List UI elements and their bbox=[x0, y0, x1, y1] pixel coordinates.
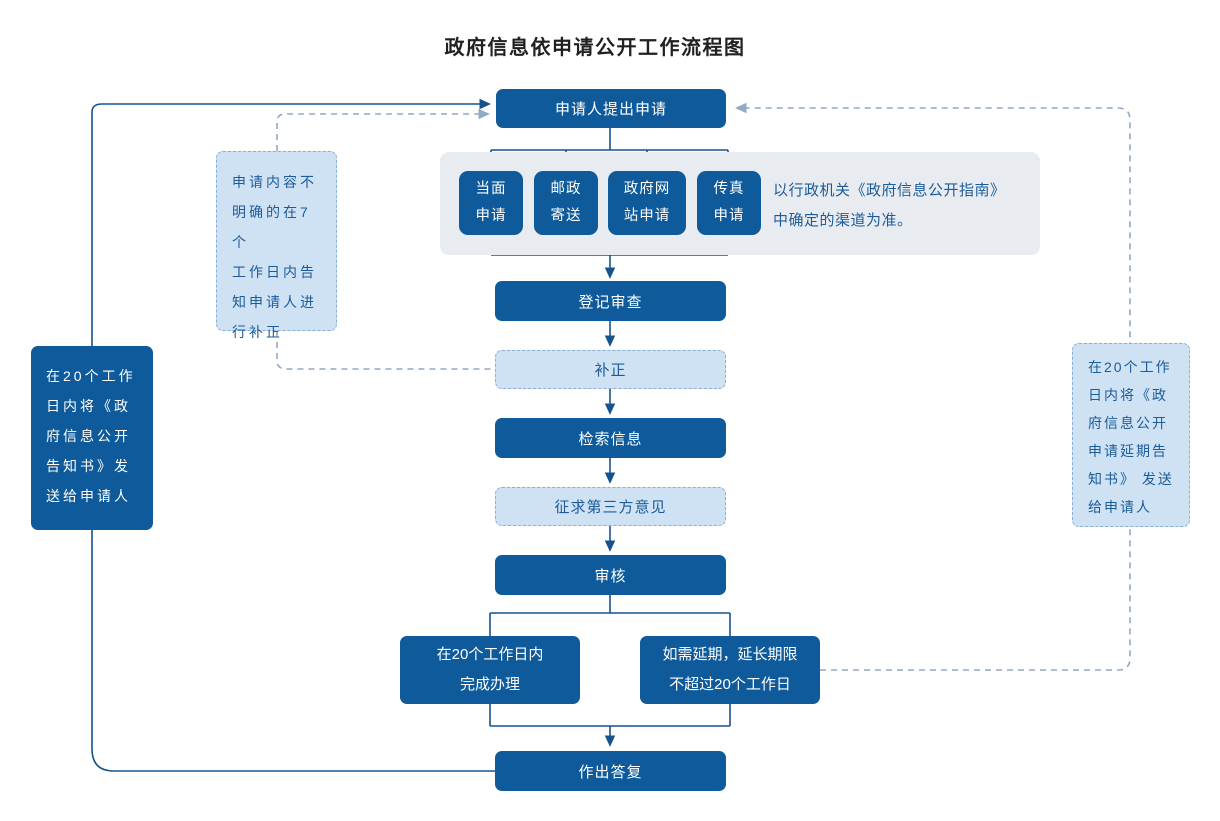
node-channel-website: 政府网 站申请 bbox=[608, 171, 686, 235]
channels-note: 以行政机关《政府信息公开指南》 中确定的渠道为准。 bbox=[773, 182, 1006, 229]
node-review: 审核 bbox=[495, 555, 726, 595]
note-extension-notice: 在20个工作 日内将《政 府信息公开 申请延期告 知书》 发送 给申请人 bbox=[1072, 343, 1190, 527]
node-register-review: 登记审查 bbox=[495, 281, 726, 321]
connector-apply-split bbox=[491, 128, 728, 151]
node-channel-in-person: 当面 申请 bbox=[459, 171, 523, 235]
node-channel-fax: 传真 申请 bbox=[697, 171, 761, 235]
node-third-party-opinion: 征求第三方意见 bbox=[495, 487, 726, 526]
connector-review-split bbox=[489, 595, 731, 636]
note-send-disclosure-notice: 在20个工作 日内将《政 府信息公开 告知书》发 送给申请人 bbox=[31, 346, 153, 530]
connector-bottom-merge bbox=[489, 704, 731, 727]
node-retrieve-info: 检索信息 bbox=[495, 418, 726, 458]
node-complete-20days: 在20个工作日内 完成办理 bbox=[400, 636, 580, 704]
connector-supplement-to-apply bbox=[276, 108, 490, 151]
node-reply: 作出答复 bbox=[495, 751, 726, 791]
note-supplement-correction: 申请内容不 明确的在7个 工作日内告 知申请人进 行补正 bbox=[216, 151, 337, 340]
page-title: 政府信息依申请公开工作流程图 bbox=[444, 37, 746, 59]
node-channel-postal: 邮政 寄送 bbox=[534, 171, 598, 235]
node-extend-deadline: 如需延期，延长期限 不超过20个工作日 bbox=[640, 636, 820, 704]
node-correction: 补正 bbox=[495, 350, 726, 389]
node-apply: 申请人提出申请 bbox=[496, 89, 726, 128]
connector-supplement-to-correction bbox=[276, 331, 496, 370]
